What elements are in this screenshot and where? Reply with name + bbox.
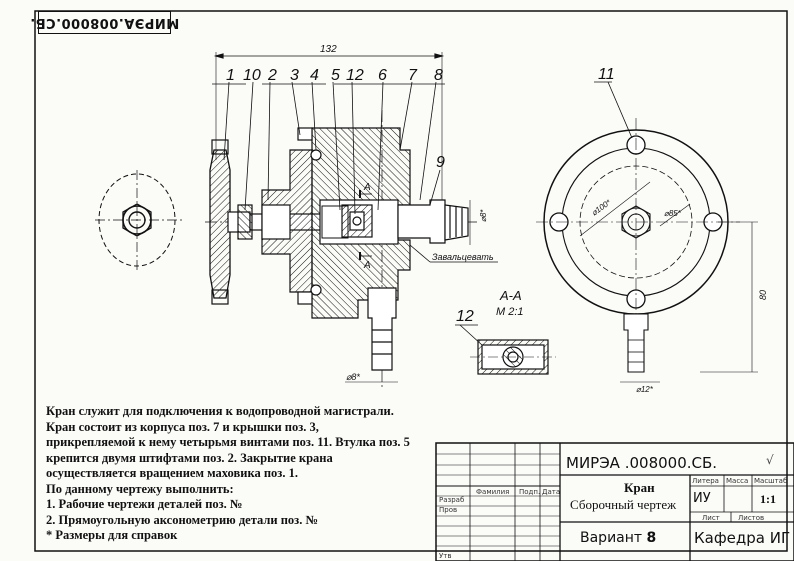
- dim-d12: ⌀12*: [636, 385, 654, 394]
- description-line: осуществляется вращением маховика поз. 1…: [46, 466, 298, 480]
- description-line: прикрепляемой к нему четырьмя винтами по…: [46, 435, 410, 449]
- main-section-view: [205, 52, 498, 390]
- title-block-grid: [435, 442, 794, 561]
- variant-label: Вариант 8: [580, 530, 656, 546]
- pos-label-12b: 12: [456, 308, 474, 325]
- pos-label-10: 10: [243, 67, 261, 84]
- header-mass: Масса: [726, 477, 749, 485]
- role-approved: Утв: [439, 552, 452, 560]
- section-title: А-А: [499, 288, 522, 303]
- section-scale: М 2:1: [496, 306, 524, 318]
- dim-80: 80: [758, 290, 768, 300]
- role-developed: Разраб: [439, 496, 465, 504]
- litera-value: ИУ: [693, 491, 711, 506]
- dim-d8-right: ⌀8*: [479, 209, 488, 222]
- check-mark: √: [766, 453, 774, 467]
- header-sheets: Листов: [738, 514, 765, 522]
- end-view: [536, 81, 758, 383]
- header-sheet: Лист: [702, 514, 720, 522]
- dim-d85: ⌀85*: [664, 209, 682, 218]
- pos-label-2: 2: [267, 67, 277, 84]
- sheet-border: [34, 10, 788, 552]
- pos-label-8: 8: [434, 67, 443, 84]
- dim-d8-bottom: ⌀8*: [346, 372, 360, 382]
- department: Кафедра ИГ: [694, 529, 791, 547]
- description-text: Кран служит для подключения к водопровод…: [46, 404, 446, 544]
- dim-d100: ⌀100*: [590, 197, 613, 217]
- pos-label-6: 6: [378, 67, 387, 84]
- header-surname: Фамилия: [476, 488, 510, 496]
- header-scale: Масштаб: [754, 477, 788, 485]
- header-signature: Подп.: [519, 488, 541, 496]
- pos-label-11: 11: [598, 66, 615, 83]
- pos-label-5: 5: [331, 67, 340, 84]
- description-line: * Размеры для справок: [46, 528, 178, 542]
- header-litera: Литера: [692, 477, 719, 485]
- weld-note: Завальцевать: [432, 252, 494, 262]
- description-line: 2. Прямоугольную аксонометрию детали поз…: [46, 512, 319, 527]
- description-line: Кран состоит из корпуса поз. 7 и крышки …: [46, 419, 319, 434]
- variant-number: 8: [646, 530, 657, 546]
- pos-label-12: 12: [346, 67, 364, 84]
- title-block: Фамилия Подп. Дата Разраб Пров Утв МИРЭА…: [436, 443, 794, 561]
- description-line: крепится двумя штифтами поз. 2. Закрытие…: [46, 450, 333, 465]
- pos-label-7: 7: [408, 67, 418, 84]
- document-code-stamp: МИРЭА.008000.СБ.: [30, 11, 179, 34]
- drawing-code: МИРЭА .008000.СБ.: [566, 454, 718, 472]
- description-line: Кран служит для подключения к водопровод…: [46, 404, 394, 418]
- pos-label-3: 3: [290, 67, 299, 84]
- section-a-a: [455, 324, 556, 375]
- item-name: Кран: [624, 480, 655, 495]
- left-view: [95, 170, 182, 272]
- pos-label-1: 1: [226, 67, 235, 84]
- role-checked: Пров: [439, 506, 458, 514]
- pos-label-9: 9: [436, 154, 445, 171]
- description-line: По данному чертежу выполнить:: [46, 481, 234, 496]
- header-date: Дата: [542, 488, 561, 496]
- scale-value: 1:1: [760, 492, 776, 506]
- section-mark-bottom: А: [363, 260, 371, 271]
- description-line: 1. Рабочие чертежи деталей поз. №: [46, 497, 243, 511]
- pos-label-4: 4: [310, 67, 319, 84]
- variant-text: Вариант: [580, 530, 643, 546]
- section-mark-top: А: [363, 182, 371, 193]
- document-type: Сборочный чертеж: [570, 497, 677, 512]
- dim-132: 132: [320, 44, 337, 55]
